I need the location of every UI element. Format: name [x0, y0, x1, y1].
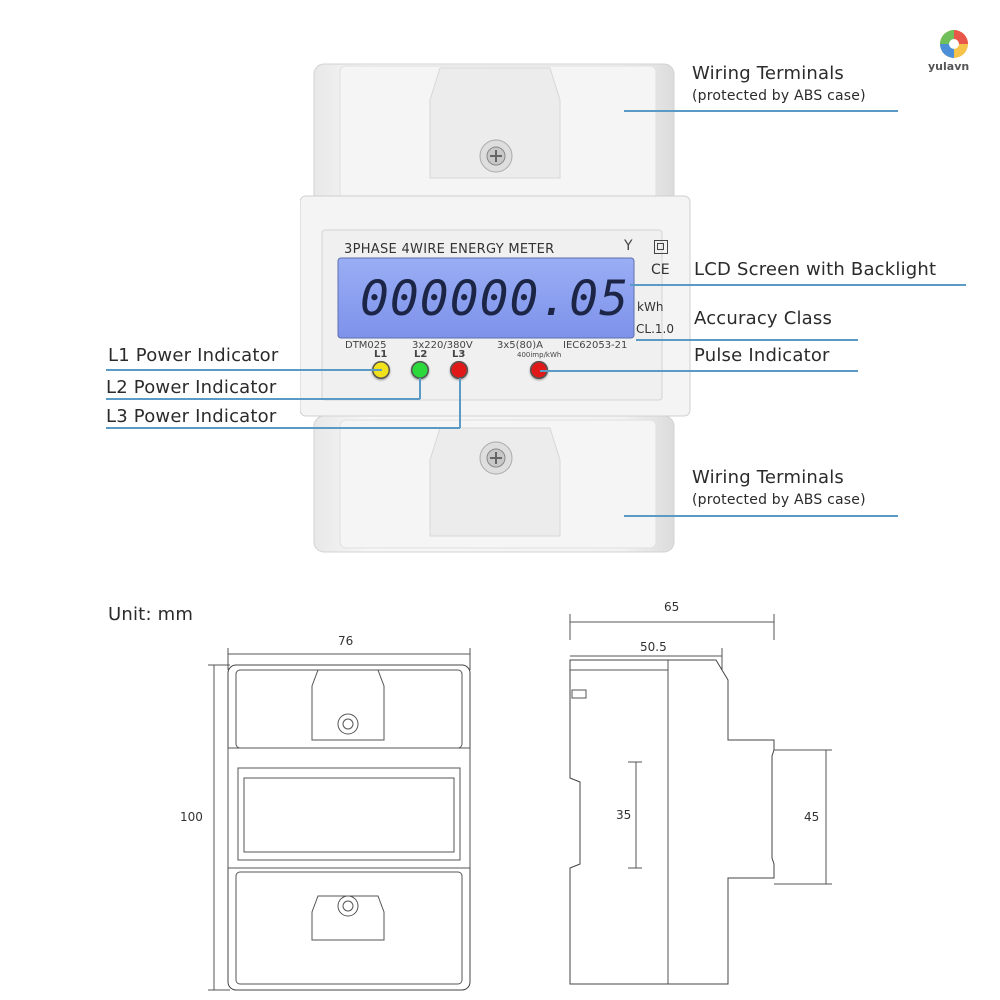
callout-accuracy: Accuracy Class — [694, 308, 833, 329]
callout-line-lcd — [630, 284, 966, 286]
callout-l2: L2 Power Indicator — [106, 377, 277, 398]
star-connection-icon: Y — [624, 238, 633, 254]
unit-label-mm: Unit: mm — [108, 604, 194, 625]
l1-label: L1 — [374, 349, 388, 360]
dim-front-height: 100 — [180, 810, 203, 824]
callout-line-l2-v — [419, 378, 421, 399]
callout-pulse: Pulse Indicator — [694, 345, 830, 366]
callout-line-l2 — [106, 398, 420, 400]
callout-line-pulse — [540, 370, 858, 372]
callout-line-wiring-top — [624, 110, 898, 112]
unit-label: kWh — [637, 300, 664, 314]
front-view-drawing — [208, 648, 471, 991]
callout-wiring-top-title: Wiring Terminals — [692, 63, 845, 84]
current-label: 3x5(80)A — [497, 340, 544, 351]
dim-front-width: 76 — [338, 634, 354, 648]
callout-line-l3 — [106, 427, 460, 429]
callout-l1: L1 Power Indicator — [108, 345, 279, 366]
callout-wiring-bottom-title: Wiring Terminals — [692, 467, 845, 488]
dim-side-depth: 65 — [664, 600, 680, 614]
callout-wiring-bottom-sub: (protected by ABS case) — [692, 492, 866, 508]
callout-line-l1 — [106, 369, 382, 371]
brand-logo: yulavn — [926, 24, 982, 80]
energy-meter-photo — [300, 63, 691, 553]
l3-led — [450, 361, 468, 379]
dim-side-module: 45 — [804, 810, 820, 824]
l2-led — [411, 361, 429, 379]
accuracy-class-label: CL.1.0 — [636, 322, 674, 336]
logo-swirl-icon — [940, 30, 968, 58]
l3-label: L3 — [452, 349, 466, 360]
dim-side-rail: 35 — [616, 808, 632, 822]
model-label: DTM025 — [345, 340, 387, 351]
voltage-label: 3x220/380V — [412, 340, 473, 351]
callout-lcd: LCD Screen with Backlight — [694, 259, 937, 280]
callout-wiring-top-sub: (protected by ABS case) — [692, 88, 866, 104]
callout-line-accuracy — [636, 339, 858, 341]
double-insulation-icon — [654, 240, 668, 254]
l2-label: L2 — [414, 349, 428, 360]
callout-line-wiring-bottom — [624, 515, 898, 517]
side-view-drawing — [569, 614, 832, 985]
lcd-reading: 000000.05 — [360, 271, 630, 327]
pulse-rate-label: 400imp/kWh — [517, 351, 562, 359]
logo-text: yulavn — [928, 60, 970, 73]
standard-label: IEC62053-21 — [563, 340, 628, 351]
callout-line-l3-v — [459, 378, 461, 428]
callout-l3: L3 Power Indicator — [106, 406, 277, 427]
dim-side-depth-inner: 50.5 — [640, 640, 667, 654]
meter-title: 3PHASE 4WIRE ENERGY METER — [344, 242, 555, 257]
pulse-led — [530, 361, 548, 379]
ce-mark: CE — [651, 262, 670, 278]
